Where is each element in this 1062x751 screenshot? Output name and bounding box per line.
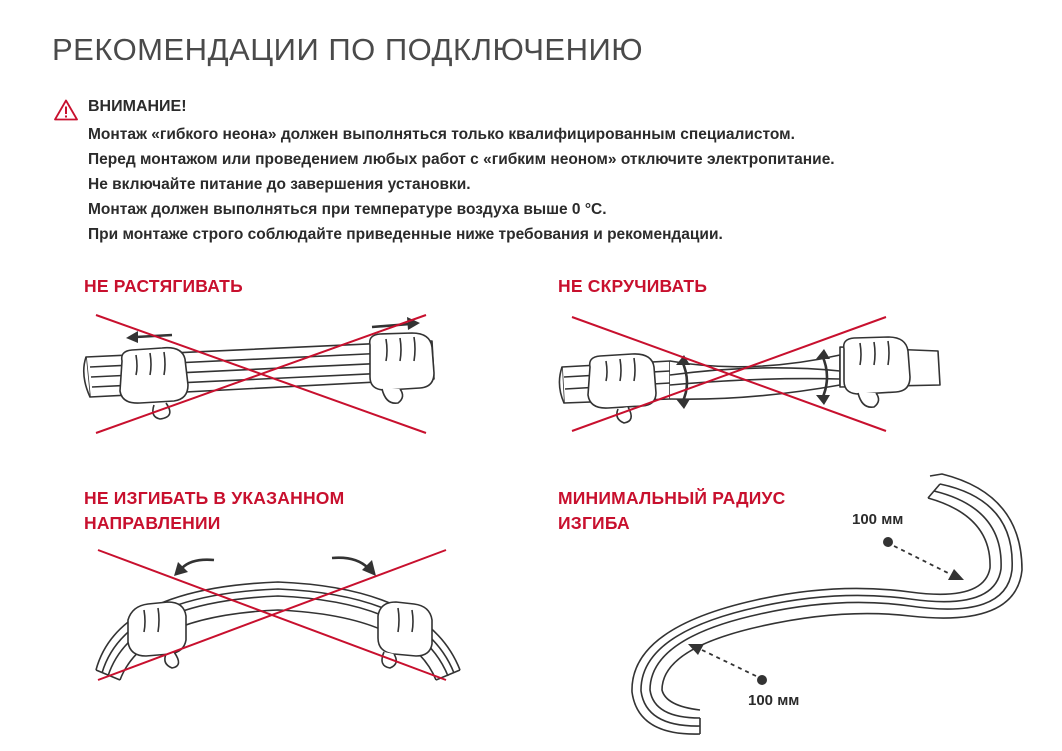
cross-mark-icon — [571, 316, 887, 432]
cross-mark-icon — [97, 549, 447, 681]
radius-label-bottom: 100 мм — [748, 692, 800, 709]
bend-arrow-left-icon — [181, 558, 215, 569]
section-title-line: НЕ ИЗГИБАТЬ В УКАЗАННОМ — [84, 488, 345, 508]
warning-line: Монтаж должен выполняться при температур… — [88, 201, 607, 218]
no-stretch-illustration — [82, 314, 435, 434]
min-radius-illustration — [631, 473, 1023, 735]
radius-marker-top — [883, 537, 964, 580]
warning-line: Не включайте питание до завершения устан… — [88, 176, 471, 193]
warning-line: Монтаж «гибкого неона» должен выполнятьс… — [88, 126, 795, 143]
no-twist-illustration — [558, 316, 941, 432]
warning-text: Монтаж «гибкого неона» должен выполнятьс… — [88, 122, 835, 247]
no-bend-illustration — [95, 549, 461, 681]
hand-left-icon — [587, 353, 657, 424]
bend-arrow-right-icon — [331, 556, 369, 569]
section-title-line: НАПРАВЛЕНИИ — [84, 513, 221, 533]
warning-heading: ВНИМАНИЕ! — [88, 98, 187, 115]
warning-line: Перед монтажом или проведением любых раб… — [88, 151, 835, 168]
cross-mark-icon — [95, 314, 427, 434]
section-title-line: МИНИМАЛЬНЫЙ РАДИУС — [558, 488, 786, 508]
hand-left-icon — [119, 346, 189, 420]
radius-marker-bottom — [688, 644, 767, 685]
hand-right-icon — [368, 332, 435, 405]
hand-left-icon — [127, 601, 187, 669]
arrow-left-icon — [126, 331, 173, 343]
section-title-line: НЕ СКРУЧИВАТЬ — [558, 276, 708, 296]
section-title-line: НЕ РАСТЯГИВАТЬ — [84, 276, 243, 296]
page-title: РЕКОМЕНДАЦИИ ПО ПОДКЛЮЧЕНИЮ — [52, 32, 644, 67]
section-title-no-stretch: НЕ РАСТЯГИВАТЬ — [84, 274, 243, 299]
section-title-no-twist: НЕ СКРУЧИВАТЬ — [558, 274, 707, 299]
hand-right-icon — [842, 336, 911, 409]
radius-label-top: 100 мм — [852, 511, 904, 528]
section-title-line: ИЗГИБА — [558, 513, 630, 533]
warning-line: При монтаже строго соблюдайте приведенны… — [88, 226, 723, 243]
hand-right-icon — [377, 601, 433, 669]
section-title-min-radius: МИНИМАЛЬНЫЙ РАДИУС ИЗГИБА — [558, 486, 785, 536]
warning-triangle-icon — [54, 99, 78, 121]
section-title-no-bend: НЕ ИЗГИБАТЬ В УКАЗАННОМ НАПРАВЛЕНИИ — [84, 486, 344, 536]
